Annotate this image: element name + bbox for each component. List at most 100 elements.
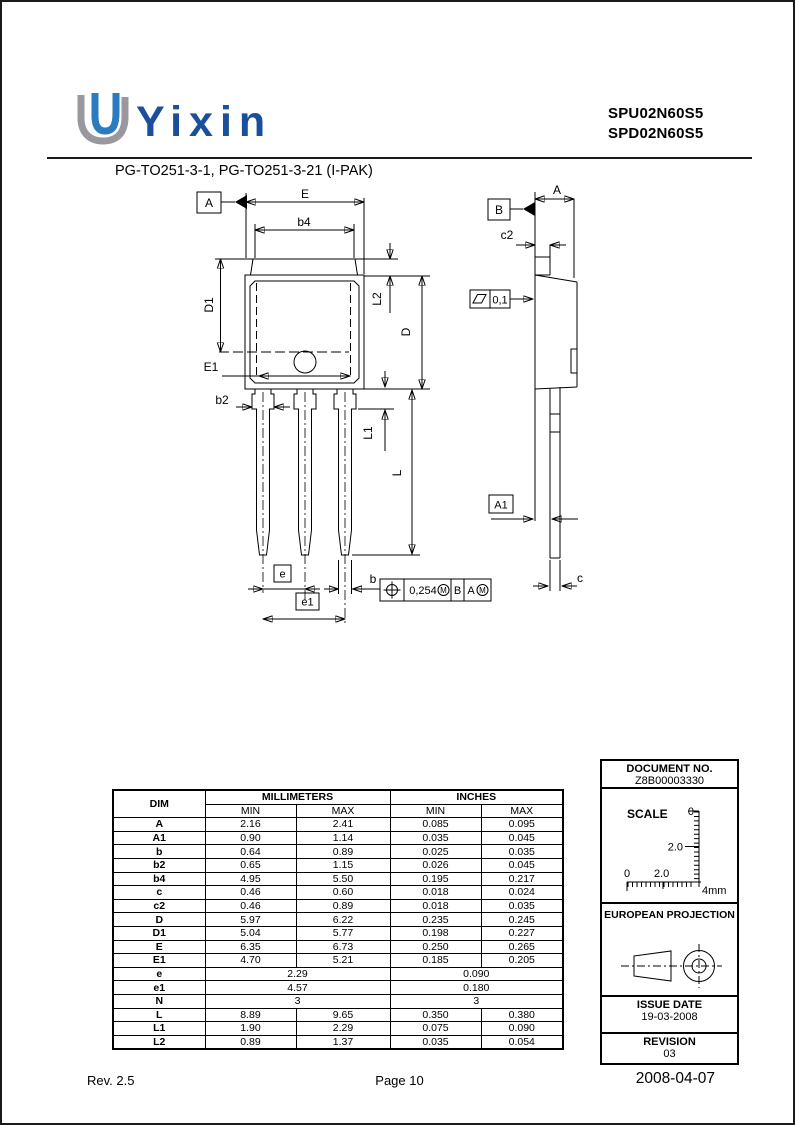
table-cell: 0.075 <box>389 1021 482 1036</box>
package-drawing: A E b4 D1 E1 L2 D b2 <box>196 184 583 623</box>
table-cell: 1.90 <box>204 1021 297 1036</box>
table-cell: c2 <box>112 898 206 914</box>
mmc-symbol-icon <box>476 584 489 596</box>
flatness-symbol-icon <box>472 294 487 304</box>
dim-label-c: c <box>577 571 583 585</box>
table-cell: 0.380 <box>480 1007 564 1023</box>
table-cell: 0.46 <box>204 885 297 900</box>
datum-b-triangle <box>523 202 535 216</box>
revision-value: 03 <box>663 1048 676 1060</box>
logo-u-blue <box>91 93 120 135</box>
col-header-min: MIN <box>389 803 482 819</box>
table-cell: 0.198 <box>389 925 482 941</box>
part-number-2: SPD02N60S5 <box>608 125 704 142</box>
table-cell: 0.245 <box>480 912 564 927</box>
table-cell: 1.14 <box>295 830 391 846</box>
company-logo: Yixin <box>77 93 265 146</box>
table-cell: L <box>112 1007 206 1023</box>
table-cell: D1 <box>112 925 206 941</box>
table-cell: D <box>112 912 206 927</box>
table-cell: 9.65 <box>295 1007 391 1023</box>
table-cell: L2 <box>112 1034 206 1050</box>
revision-label: REVISION <box>643 1036 696 1048</box>
dim-label-D: D <box>399 327 413 336</box>
table-cell: L1 <box>112 1021 206 1036</box>
table-cell: 0.195 <box>389 871 482 887</box>
table-cell: e <box>112 966 206 982</box>
table-cell: 3 <box>204 993 391 1009</box>
table-cell: 2.29 <box>204 966 391 982</box>
scale-section: SCALE 0 2.0 0 2.0 4mm <box>602 789 737 904</box>
table-cell: E <box>112 939 206 955</box>
flatness-value: 0,1 <box>492 295 507 307</box>
table-cell: 6.22 <box>295 912 391 927</box>
col-header-max: MAX <box>480 803 564 819</box>
table-cell: b4 <box>112 871 206 887</box>
mmc-symbol-icon <box>437 584 450 596</box>
table-cell: b2 <box>112 857 206 873</box>
footer-revision: Rev. 2.5 <box>87 1073 135 1088</box>
table-cell: 0.085 <box>389 817 482 832</box>
dim-label-e: e <box>279 569 285 581</box>
svg-text:M: M <box>440 586 447 595</box>
table-cell: 1.15 <box>295 857 391 873</box>
flatness-tolerance-frame: 0,1 <box>469 289 533 309</box>
document-no-value: Z8B00003330 <box>634 775 705 787</box>
tolerance-datum-a: A <box>467 585 475 597</box>
package-title: PG-TO251-3-1, PG-TO251-3-21 (I-PAK) <box>115 163 373 179</box>
table-cell: 4.57 <box>204 980 391 995</box>
col-header-dim: DIM <box>112 789 206 819</box>
dim-label-L1: L1 <box>361 426 375 440</box>
table-cell: 0.090 <box>480 1021 564 1036</box>
footer-date: 2008-04-07 <box>635 1070 715 1087</box>
front-view: A E b4 D1 E1 L2 D b2 <box>196 187 492 623</box>
table-cell: 0.205 <box>480 953 564 968</box>
dim-label-e1: e1 <box>301 597 313 609</box>
dim-label-c2: c2 <box>501 228 514 242</box>
table-cell: 0.054 <box>480 1034 564 1050</box>
table-cell: 2.29 <box>295 1021 391 1036</box>
table-cell: 5.97 <box>204 912 297 927</box>
table-cell: 0.045 <box>480 830 564 846</box>
table-cell: 5.21 <box>295 953 391 968</box>
table-cell: E1 <box>112 953 206 968</box>
dim-label-b4: b4 <box>297 215 311 229</box>
ruler-h-mid: 2.0 <box>654 868 669 880</box>
table-cell: 0.65 <box>204 857 297 873</box>
table-cell: 8.89 <box>204 1007 297 1023</box>
table-cell: N <box>112 993 206 1009</box>
dim-label-E1: E1 <box>204 360 219 374</box>
table-cell: 0.235 <box>389 912 482 927</box>
table-cell: 0.045 <box>480 857 564 873</box>
table-cell: c <box>112 885 206 900</box>
table-cell: 0.024 <box>480 885 564 900</box>
table-cell: 0.026 <box>389 857 482 873</box>
table-cell: 0.46 <box>204 898 297 914</box>
position-tolerance-frame: 0,254 M B A M <box>379 578 492 602</box>
table-cell: 0.180 <box>389 980 564 995</box>
document-no-label: DOCUMENT NO. <box>626 763 713 775</box>
table-cell: 0.89 <box>295 844 391 859</box>
datum-a-label: A <box>205 196 213 210</box>
dim-label-L: L <box>390 469 404 476</box>
table-cell: 0.89 <box>204 1034 297 1050</box>
projection-label: EUROPEAN PROJECTION <box>604 909 735 921</box>
table-cell: 0.350 <box>389 1007 482 1023</box>
table-cell: 0.035 <box>389 830 482 846</box>
table-cell: 4.95 <box>204 871 297 887</box>
table-cell: 0.035 <box>480 844 564 859</box>
logo-u-gray <box>77 95 129 145</box>
